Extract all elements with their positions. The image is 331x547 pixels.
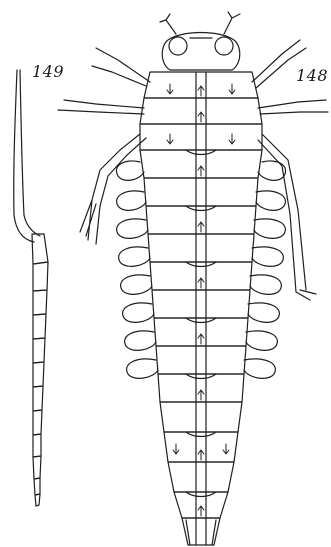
larva-drawing: [58, 12, 328, 545]
antenna-drawing: [14, 70, 48, 506]
circulation-arrows: [167, 84, 235, 516]
